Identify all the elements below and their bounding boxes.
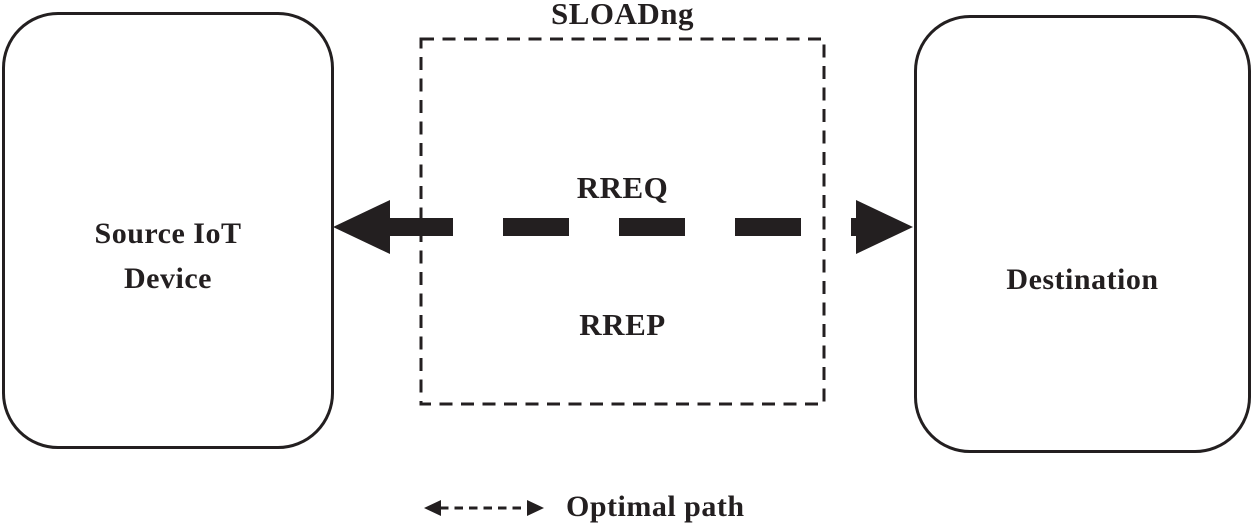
right-arrowhead-icon xyxy=(856,200,913,254)
rrep-label: RREP xyxy=(579,307,666,342)
optimal-path-arrow-icon xyxy=(424,500,544,516)
legend-right-arrowhead-icon xyxy=(527,500,544,516)
source-iot-device-label: Source IoT Device xyxy=(94,216,242,295)
source-iot-device-box: Source IoT Device xyxy=(2,12,334,449)
left-arrowhead-icon xyxy=(333,200,390,254)
destination-box: Destination xyxy=(914,15,1251,453)
destination-label: Destination xyxy=(1006,262,1159,296)
sloadng-dashed-box xyxy=(419,37,826,406)
rreq-label: RREQ xyxy=(576,170,669,205)
sloadng-title: SLOADng xyxy=(550,0,695,31)
legend-left-arrowhead-icon xyxy=(424,500,441,516)
route-bidirectional-arrow-icon xyxy=(333,200,913,254)
optimal-path-label: Optimal path xyxy=(566,490,745,523)
